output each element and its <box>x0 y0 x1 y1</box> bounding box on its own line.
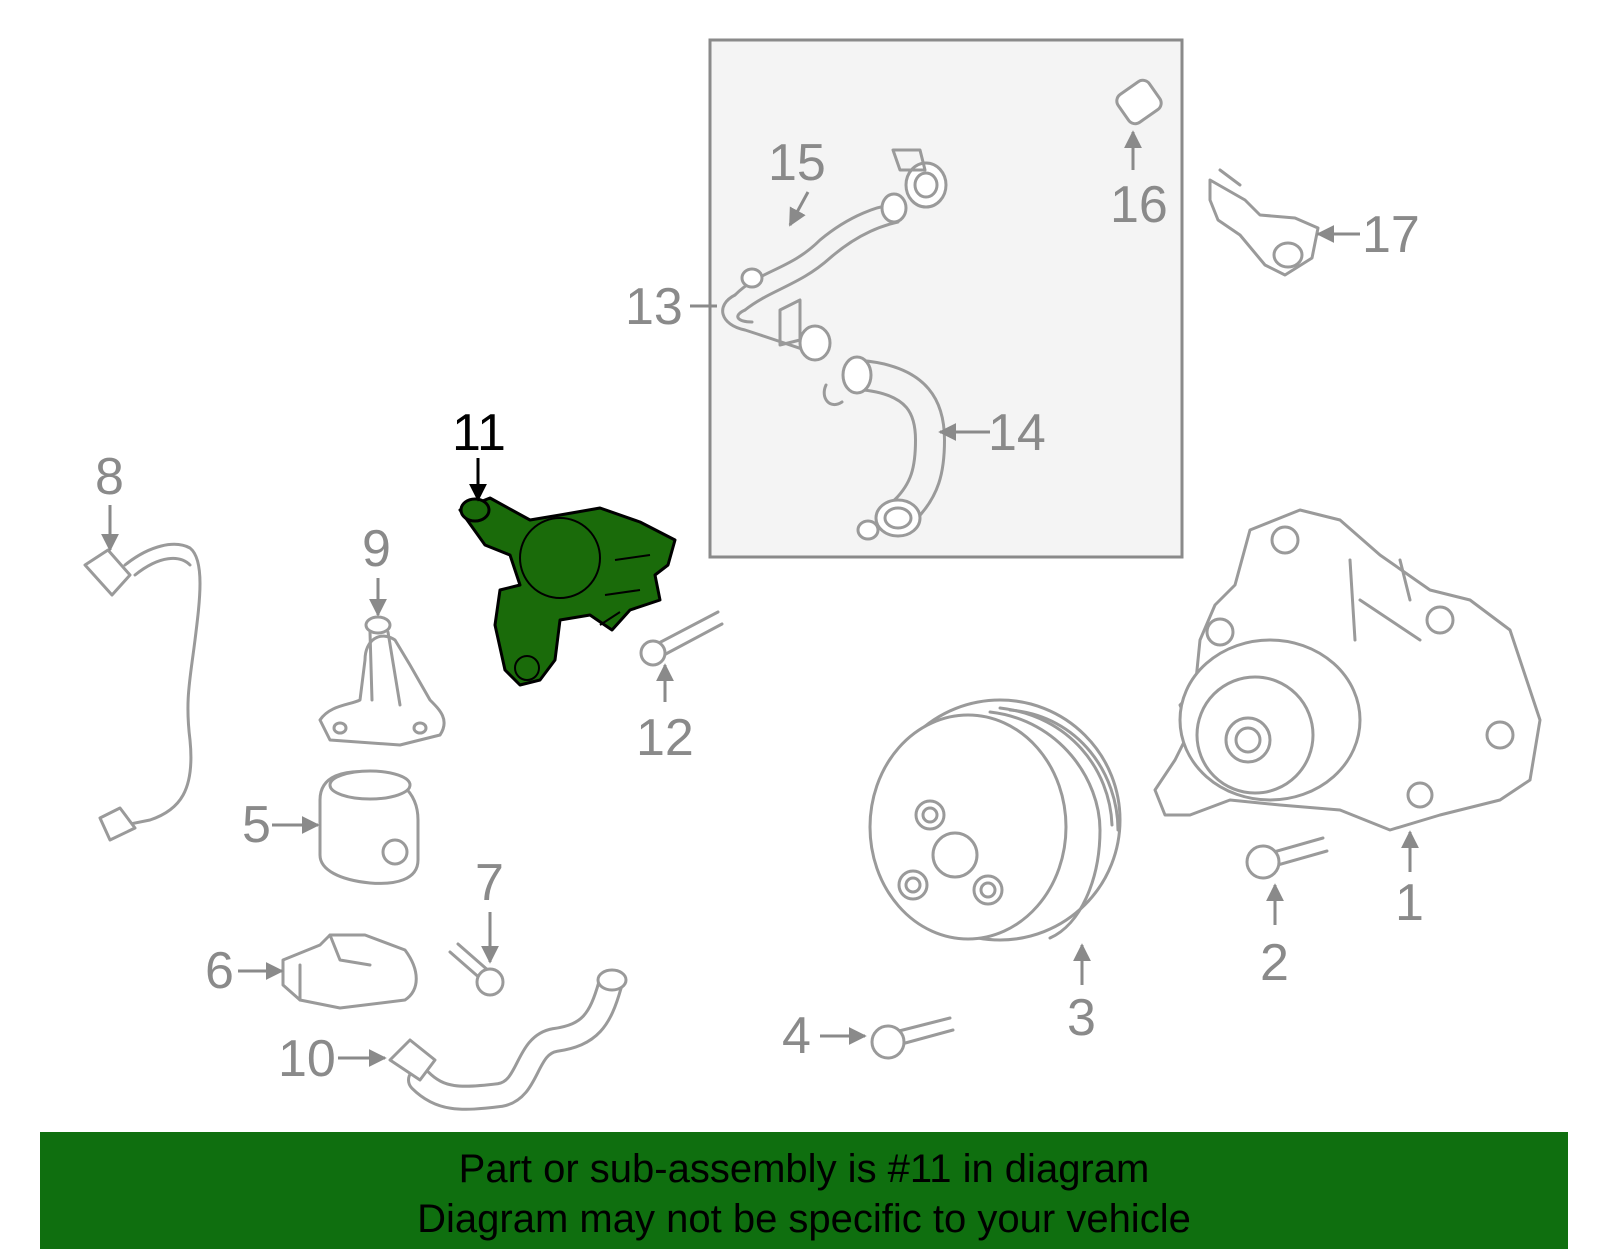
info-banner: Part or sub-assembly is #11 in diagram D… <box>40 1132 1568 1249</box>
callout-7: 7 <box>475 854 504 912</box>
callout-2: 2 <box>1260 934 1289 992</box>
part-12-bolt[interactable] <box>639 610 724 667</box>
part-10-hose[interactable] <box>388 968 628 1111</box>
callout-13: 13 <box>625 278 683 336</box>
callout-8: 8 <box>95 448 124 506</box>
callout-4: 4 <box>782 1007 811 1065</box>
callout-1: 1 <box>1395 874 1424 932</box>
callout-16: 16 <box>1110 176 1168 234</box>
part-1-water-pump[interactable] <box>1153 508 1542 832</box>
part-7-bolt[interactable] <box>448 942 505 997</box>
callout-11: 11 <box>452 404 506 462</box>
part-4-bolt[interactable] <box>870 1016 955 1060</box>
part-5-aux-water-pump[interactable] <box>318 769 420 885</box>
leader-lines <box>101 130 1419 1067</box>
part-9-water-outlet[interactable] <box>318 615 446 747</box>
part-6-bracket[interactable] <box>281 933 418 1010</box>
part-3-pulley[interactable] <box>868 698 1122 942</box>
callout-6: 6 <box>205 942 234 1000</box>
callout-9: 9 <box>362 520 391 578</box>
part-17-sensor[interactable] <box>1208 168 1320 277</box>
callout-3: 3 <box>1067 989 1096 1047</box>
callout-15: 15 <box>768 134 826 192</box>
hose-group-inset <box>708 38 1184 559</box>
banner-line-1: Part or sub-assembly is #11 in diagram <box>458 1147 1150 1191</box>
callout-17: 17 <box>1362 206 1420 264</box>
part-15-coolant-pipe[interactable] <box>721 192 908 362</box>
callout-10: 10 <box>278 1030 336 1088</box>
callout-14: 14 <box>988 404 1046 462</box>
part-8-wiring-harness[interactable] <box>83 542 202 842</box>
banner-line-2: Diagram may not be specific to your vehi… <box>417 1197 1191 1241</box>
part-11-thermostat-housing[interactable] <box>458 496 677 687</box>
callout-12: 12 <box>636 709 694 767</box>
part-14-lower-hose[interactable] <box>822 355 947 541</box>
part-2-bolt[interactable] <box>1245 836 1329 880</box>
part-16-upper-hose[interactable] <box>891 58 1164 209</box>
callout-5: 5 <box>242 796 271 854</box>
